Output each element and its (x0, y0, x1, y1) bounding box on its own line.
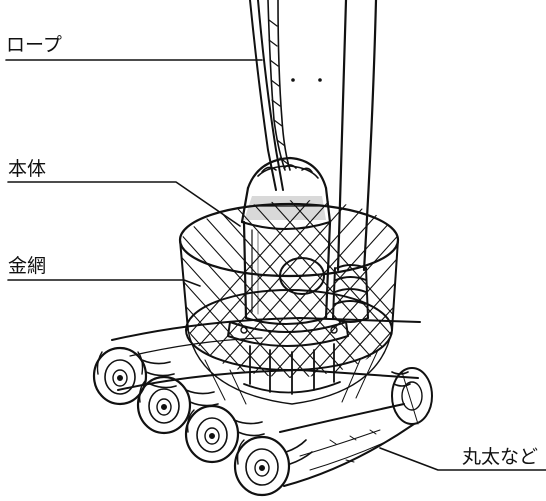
wire-mesh-basket (178, 200, 400, 405)
mesh-leader-line (7, 279, 201, 287)
wire-mesh-label: 金網 (8, 255, 47, 277)
logs-label: 丸太など (462, 446, 539, 468)
log-end-4 (233, 435, 291, 497)
log-end-3 (184, 404, 240, 464)
log-end-2 (136, 375, 192, 435)
rope (249, 0, 322, 191)
rope-label: ロープ (6, 34, 62, 56)
discharge-hose (332, 0, 378, 323)
log-raft (92, 317, 433, 497)
rope-bindings (141, 359, 411, 465)
pump-body-label: 本体 (8, 158, 47, 180)
body-leader-line (7, 181, 241, 227)
logs-leader-line (379, 447, 546, 471)
log-end-1 (92, 346, 148, 406)
